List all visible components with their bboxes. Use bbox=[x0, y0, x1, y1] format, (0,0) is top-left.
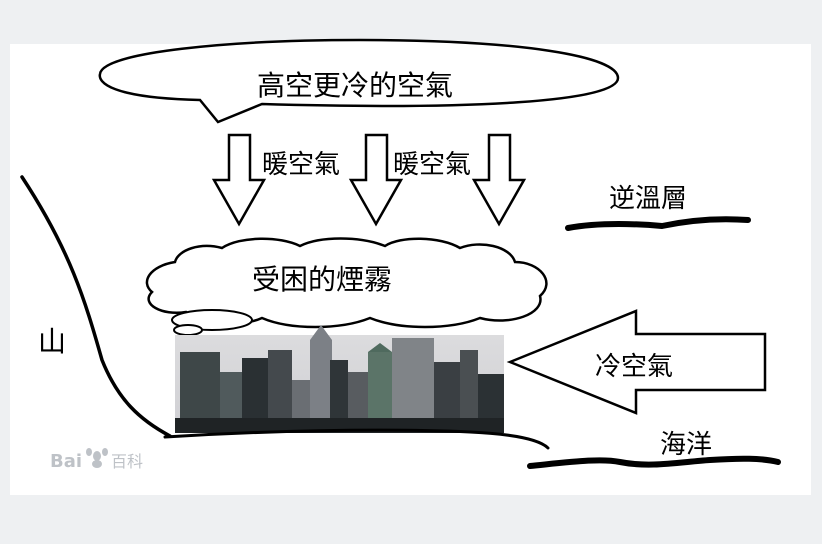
down-arrow-icon bbox=[471, 133, 527, 227]
cold-air-bubble bbox=[98, 38, 620, 124]
watermark-latin: Bai bbox=[50, 451, 82, 472]
down-arrow-icon bbox=[211, 133, 267, 227]
cold-air-above-label: 高空更冷的空氣 bbox=[257, 69, 453, 102]
city-skyline-photo bbox=[175, 325, 504, 433]
left-arrow-icon bbox=[506, 309, 767, 415]
inversion-layer-label: 逆溫層 bbox=[609, 184, 687, 214]
down-arrow-icon bbox=[348, 133, 404, 227]
warm-air-label-2: 暖空氣 bbox=[393, 150, 471, 180]
mountain-label: 山 bbox=[38, 325, 66, 358]
smog-puff-small bbox=[173, 324, 203, 336]
mountain-slope bbox=[20, 175, 172, 438]
ocean-label: 海洋 bbox=[660, 430, 712, 460]
shore-line bbox=[163, 428, 550, 450]
trapped-smog-label: 受困的煙霧 bbox=[252, 263, 392, 296]
warm-air-label-1: 暖空氣 bbox=[262, 150, 340, 180]
baidu-watermark: Bai 百科 bbox=[50, 448, 143, 472]
ocean-line bbox=[527, 455, 781, 469]
cold-air-sea-label: 冷空氣 bbox=[595, 352, 673, 382]
inversion-layer-line bbox=[565, 216, 751, 231]
paw-icon bbox=[86, 448, 108, 468]
watermark-cjk: 百科 bbox=[111, 452, 143, 471]
